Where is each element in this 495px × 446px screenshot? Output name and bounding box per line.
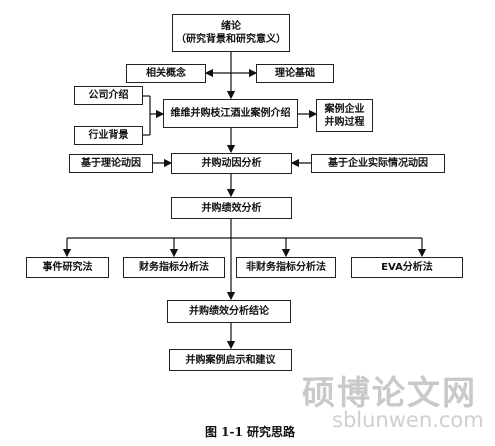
financial-index-label: 财务指标分析法 — [139, 262, 209, 273]
box-company-intro: 公司介绍 — [74, 86, 143, 105]
box-event-study: 事件研究法 — [26, 257, 109, 278]
box-performance-analysis: 并购绩效分析 — [171, 197, 292, 219]
case-process-line1: 案例企业 — [324, 103, 365, 115]
performance-conclusion-label: 并购绩效分析结论 — [189, 306, 269, 317]
eva-analysis-label: EVA分析法 — [381, 262, 433, 273]
box-actual-motive: 基于企业实际情况动因 — [311, 154, 445, 173]
box-introduction: 绪论 （研究背景和研究意义） — [172, 14, 290, 52]
box-performance-conclusion: 并购绩效分析结论 — [167, 300, 291, 323]
motive-analysis-label: 并购动因分析 — [201, 158, 262, 169]
event-study-label: 事件研究法 — [42, 262, 93, 273]
actual-motive-label: 基于企业实际情况动因 — [328, 158, 428, 169]
box-case-process: 案例企业 并购过程 — [316, 99, 373, 132]
watermark-chinese: 硕博论文网 — [302, 373, 477, 412]
box-motive-analysis: 并购动因分析 — [171, 153, 292, 174]
watermark-url: sblunwen.com — [332, 408, 484, 432]
figure-caption: 图 1-1 研究思路 — [205, 425, 296, 439]
company-intro-label: 公司介绍 — [88, 90, 129, 101]
box-theory-basis: 理论基础 — [256, 64, 334, 83]
nonfinancial-index-label: 非财务指标分析法 — [246, 262, 326, 273]
box-eva-analysis: EVA分析法 — [351, 257, 463, 278]
box-suggestions: 并购案例启示和建议 — [169, 349, 292, 371]
box-financial-index: 财务指标分析法 — [123, 257, 225, 278]
theory-basis-label: 理论基础 — [275, 68, 315, 79]
case-introduction-label: 维维并购枝江酒业案例介绍 — [170, 108, 291, 119]
industry-background-label: 行业背景 — [88, 130, 129, 141]
box-case-introduction: 维维并购枝江酒业案例介绍 — [163, 99, 298, 128]
performance-analysis-label: 并购绩效分析 — [201, 202, 262, 214]
related-concepts-label: 相关概念 — [146, 68, 186, 79]
box-industry-background: 行业背景 — [74, 126, 143, 145]
intro-subtitle: （研究背景和研究意义） — [176, 34, 286, 45]
theory-motive-label: 基于理论动因 — [81, 158, 141, 169]
box-nonfinancial-index: 非财务指标分析法 — [236, 257, 336, 278]
box-related-concepts: 相关概念 — [126, 64, 206, 83]
case-process-line2: 并购过程 — [324, 116, 365, 128]
intro-title: 绪论 — [221, 21, 241, 32]
box-theory-motive: 基于理论动因 — [69, 154, 153, 173]
suggestions-label: 并购案例启示和建议 — [185, 354, 276, 366]
